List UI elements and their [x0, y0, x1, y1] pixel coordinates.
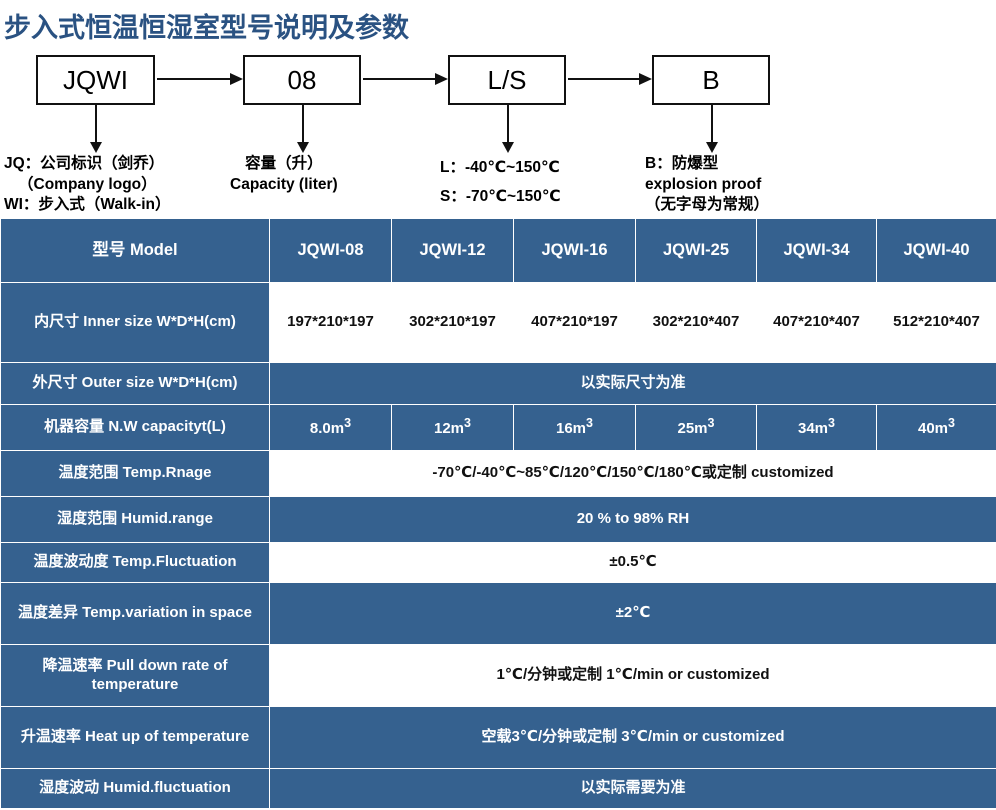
- row-merged-value: 以实际尺寸为准: [269, 362, 996, 405]
- row-cell-4: 25m3: [635, 404, 757, 451]
- caption-ls: L：-40℃~150℃ S：-70℃~150℃: [440, 154, 561, 211]
- row-label: 湿度波动 Humid.fluctuation: [0, 768, 270, 809]
- row-merged-value: ±2℃: [269, 582, 996, 645]
- row-label: 湿度范围 Humid.range: [0, 496, 270, 543]
- table-header-label: 型号 Model: [0, 218, 270, 283]
- table-row: 温度差异 Temp.variation in space±2℃: [0, 582, 996, 645]
- caption-08-line-1: 容量（升）: [245, 155, 323, 172]
- row-merged-value: -70℃/-40℃~85℃/120℃/150℃/180℃或定制 customiz…: [269, 450, 996, 497]
- row-merged-value: 20 % to 98% RH: [269, 496, 996, 543]
- caption-jqwi: JQ：公司标识（剑乔） （Company logo） WI：步入式（Walk-i…: [4, 154, 170, 216]
- flow-box-08: 08: [243, 55, 361, 105]
- arrow-down-icon-ls: [502, 103, 514, 153]
- caption-08-line-2: Capacity (liter): [230, 175, 338, 193]
- row-label: 内尺寸 Inner size W*D*H(cm): [0, 282, 270, 363]
- caption-jqwi-line-1: JQ：公司标识（剑乔）: [4, 155, 165, 172]
- table-row: 温度波动度 Temp.Fluctuation±0.5℃: [0, 542, 996, 583]
- row-label: 温度范围 Temp.Rnage: [0, 450, 270, 497]
- arrow-right-icon-2: [363, 73, 448, 85]
- row-cell-3: 407*210*197: [513, 282, 636, 363]
- table-header-model-5: JQWI-34: [756, 218, 877, 283]
- arrow-down-icon-jqwi: [90, 103, 102, 153]
- flow-box-b-label: B: [702, 64, 720, 95]
- row-merged-value: 以实际需要为准: [269, 768, 996, 809]
- row-cell-5: 407*210*407: [756, 282, 877, 363]
- row-cell-1: 8.0m3: [269, 404, 392, 451]
- model-code-flow-diagram: JQWI 08 L/S B JQ：公司标识（剑乔） （Company logo）…: [0, 48, 996, 213]
- caption-jqwi-line-2: （Company logo）: [18, 175, 157, 193]
- caption-jqwi-line-3: WI：步入式（Walk-in）: [4, 196, 171, 214]
- table-header-model-6: JQWI-40: [876, 218, 996, 283]
- row-label: 外尺寸 Outer size W*D*H(cm): [0, 362, 270, 405]
- arrow-right-icon-1: [157, 73, 243, 85]
- flow-box-b: B: [652, 55, 770, 105]
- flow-box-ls-label: L/S: [487, 64, 527, 95]
- arrow-right-icon-3: [568, 73, 652, 85]
- row-label: 机器容量 N.W capacityt(L): [0, 404, 270, 451]
- flow-box-jqwi-label: JQWI: [63, 64, 128, 95]
- table-header-model-3: JQWI-16: [513, 218, 636, 283]
- flow-box-08-label: 08: [287, 64, 317, 95]
- row-cell-3: 16m3: [513, 404, 636, 451]
- caption-ls-line-1: L：-40℃~150℃: [440, 159, 560, 176]
- caption-b-line-3: （无字母为常规）: [645, 196, 770, 214]
- row-merged-value: ±0.5℃: [269, 542, 996, 583]
- caption-ls-line-2: S：-70℃~150℃: [440, 187, 561, 205]
- table-header-model-2: JQWI-12: [391, 218, 514, 283]
- row-label: 降温速率 Pull down rate of temperature: [0, 644, 270, 707]
- caption-b: B：防爆型 explosion proof （无字母为常规）: [645, 154, 769, 216]
- table-row: 温度范围 Temp.Rnage-70℃/-40℃~85℃/120℃/150℃/1…: [0, 450, 996, 497]
- caption-08: 容量（升） Capacity (liter): [230, 154, 338, 195]
- arrow-down-icon-b: [706, 103, 718, 153]
- table-row: 外尺寸 Outer size W*D*H(cm)以实际尺寸为准: [0, 362, 996, 405]
- flow-box-jqwi: JQWI: [36, 55, 155, 105]
- row-cell-5: 34m3: [756, 404, 877, 451]
- row-cell-2: 12m3: [391, 404, 514, 451]
- caption-b-line-1: B：防爆型: [645, 155, 719, 172]
- caption-b-line-2: explosion proof: [645, 175, 762, 193]
- table-header-model-4: JQWI-25: [635, 218, 757, 283]
- table-header-model-1: JQWI-08: [269, 218, 392, 283]
- row-cell-2: 302*210*197: [391, 282, 514, 363]
- row-cell-1: 197*210*197: [269, 282, 392, 363]
- row-cell-4: 302*210*407: [635, 282, 757, 363]
- row-cell-6: 40m3: [876, 404, 996, 451]
- row-label: 温度波动度 Temp.Fluctuation: [0, 542, 270, 583]
- row-label: 温度差异 Temp.variation in space: [0, 582, 270, 645]
- row-merged-value: 1℃/分钟或定制 1℃/min or customized: [269, 644, 996, 707]
- arrow-down-icon-08: [297, 103, 309, 153]
- row-merged-value: 空载3℃/分钟或定制 3℃/min or customized: [269, 706, 996, 769]
- row-label: 升温速率 Heat up of temperature: [0, 706, 270, 769]
- page-title: 步入式恒温恒湿室型号说明及参数: [4, 13, 409, 43]
- row-cell-6: 512*210*407: [876, 282, 996, 363]
- flow-box-ls: L/S: [448, 55, 566, 105]
